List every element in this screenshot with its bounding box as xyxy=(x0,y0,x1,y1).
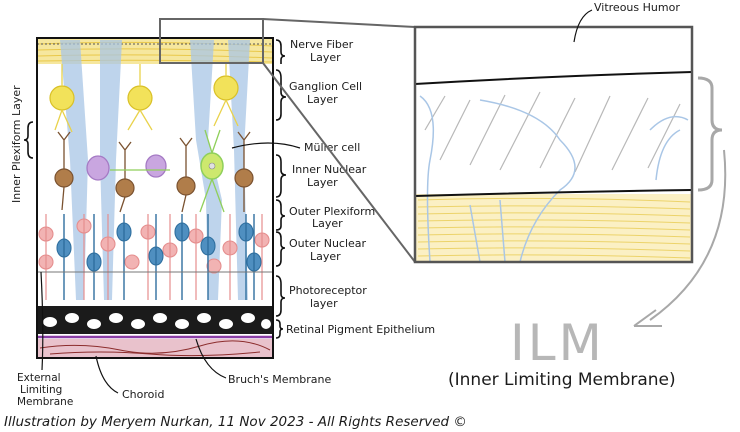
zoom-source-box xyxy=(159,18,264,64)
inner-nuclear-layer-label: Inner Nuclear xyxy=(292,163,367,176)
zoom-ilm-line-top xyxy=(414,71,693,85)
rpe-label: Retinal Pigment Epithelium xyxy=(286,323,435,336)
layer-braces xyxy=(275,39,287,339)
zoom-nerve-fiber-region xyxy=(415,194,692,262)
retina-cross-section xyxy=(36,37,274,359)
bruchs-membrane-pointer xyxy=(195,338,227,379)
external-limiting-membrane-label: External xyxy=(17,372,61,384)
cone-stalks xyxy=(63,214,255,300)
outer-plexiform-layer-label-2: Layer xyxy=(312,217,343,230)
ilm-full-name: (Inner Limiting Membrane) xyxy=(448,370,676,390)
photoreceptor-layer-label-2: layer xyxy=(310,297,338,310)
external-limiting-pointer xyxy=(40,271,44,371)
retina-frame xyxy=(36,37,274,359)
ganglion-dendrites xyxy=(54,64,239,133)
zoom-gray-hatching xyxy=(424,91,681,173)
ilm-abbreviation: ILM xyxy=(510,314,605,372)
external-limiting-membrane-label-2: Limiting xyxy=(20,384,62,396)
inner-nuclear-layer-label-2: Layer xyxy=(307,176,338,189)
zoom-muller-endfeet xyxy=(419,95,689,263)
zoom-nerve-fiber-strokes xyxy=(417,197,691,259)
bipolar-processes xyxy=(57,131,251,213)
ilm-brace xyxy=(697,76,723,192)
outer-nuclear-layer-label: Outer Nuclear xyxy=(289,237,367,250)
ganglion-cell-layer-label-2: Layer xyxy=(307,93,338,106)
zoom-connector-lines xyxy=(262,18,416,263)
amacrine-cells xyxy=(86,154,167,181)
vitreous-humor-pointer xyxy=(573,9,593,43)
choroid-label: Choroid xyxy=(122,388,164,401)
choroid-pointer xyxy=(95,355,119,394)
inner-plexiform-layer-label: Inner Plexiform Layer xyxy=(10,85,23,203)
bipolar-cells xyxy=(54,168,254,198)
bruchs-membrane-label: Bruch's Membrane xyxy=(228,373,332,386)
zoom-ilm-line-bottom xyxy=(414,189,693,197)
horizontal-cell-processes xyxy=(110,129,225,213)
outer-plexiform-layer-label: Outer Plexiform xyxy=(289,205,375,218)
inner-plexiform-brace xyxy=(23,121,34,159)
vitreous-humor-label: Vitreous Humor xyxy=(594,1,680,14)
ilm-zoom-panel xyxy=(413,25,694,264)
muller-cell-label: Müller cell xyxy=(304,141,360,154)
illustration-credit: Illustration by Meryem Nurkan, 11 Nov 20… xyxy=(4,414,467,430)
zoom-panel-frame xyxy=(413,25,694,264)
zoom-vitreous-region xyxy=(415,27,692,74)
ganglion-cell-layer-label: Ganglion Cell xyxy=(289,80,362,93)
photoreceptor-layer-label: Photoreceptor xyxy=(289,284,367,297)
nerve-fiber-layer-label: Nerve Fiber xyxy=(290,38,354,51)
ilm-arrow-head xyxy=(633,309,662,327)
rpe-cells xyxy=(43,313,271,329)
nerve-fiber-layer-label-2: Layer xyxy=(310,51,341,64)
ilm-arrow xyxy=(649,149,727,321)
muller-cell-pointer xyxy=(231,142,301,149)
photoreceptor-stalks xyxy=(45,214,263,300)
outer-nuclear-layer-label-2: Layer xyxy=(310,250,341,263)
choroid-vessels xyxy=(39,340,271,357)
external-limiting-membrane-label-3: Membrane xyxy=(17,396,73,408)
